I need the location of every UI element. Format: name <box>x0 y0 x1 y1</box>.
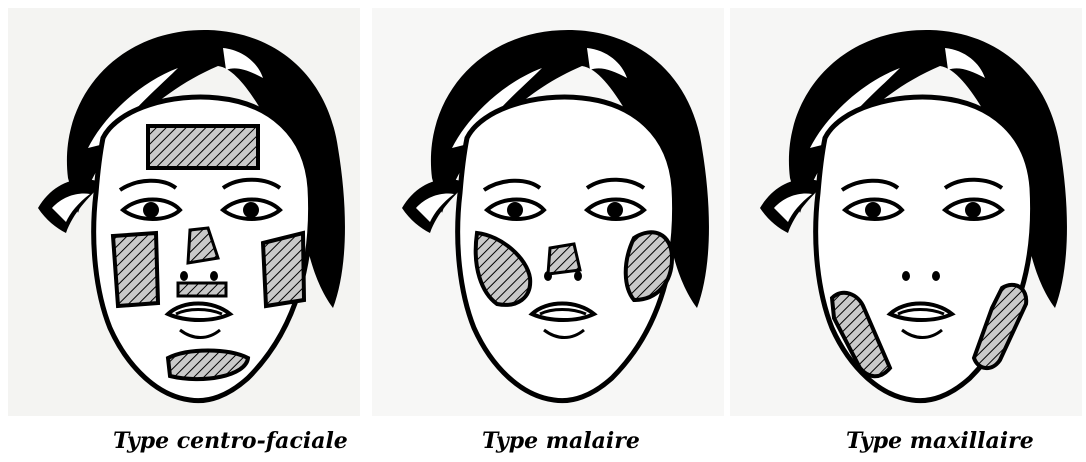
panel-malar <box>372 8 724 416</box>
forehead-patch <box>148 126 258 168</box>
nose-patch <box>548 244 580 274</box>
face-illustration-mandibular <box>730 8 1082 416</box>
face-illustration-malar <box>372 8 724 416</box>
panel-centro-facial <box>8 8 360 416</box>
caption-mandibular: Type maxillaire <box>846 428 1034 454</box>
left-cheek-patch <box>113 233 158 306</box>
caption-centro-facial: Type centro-faciale <box>113 428 348 454</box>
upper-lip-patch <box>178 283 226 296</box>
panel-mandibular <box>730 8 1082 416</box>
right-cheek-patch <box>263 233 304 306</box>
face-illustration-centro-facial <box>8 8 360 416</box>
caption-malar: Type malaire <box>482 428 640 454</box>
